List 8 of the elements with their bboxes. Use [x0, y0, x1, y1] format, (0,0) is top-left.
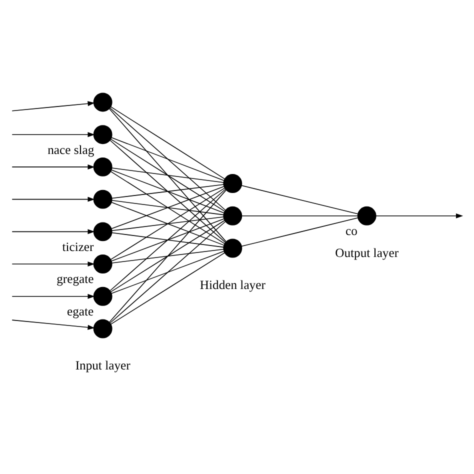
node-label: egate: [67, 304, 94, 319]
label: Input layer: [75, 358, 130, 373]
node-label: ticizer: [62, 240, 94, 254]
node-label: nace slag: [48, 142, 94, 157]
label: Hidden layer: [200, 278, 266, 292]
node-label: gregate: [56, 272, 94, 286]
label: Output layer: [335, 246, 399, 260]
node-label: co: [345, 224, 358, 238]
